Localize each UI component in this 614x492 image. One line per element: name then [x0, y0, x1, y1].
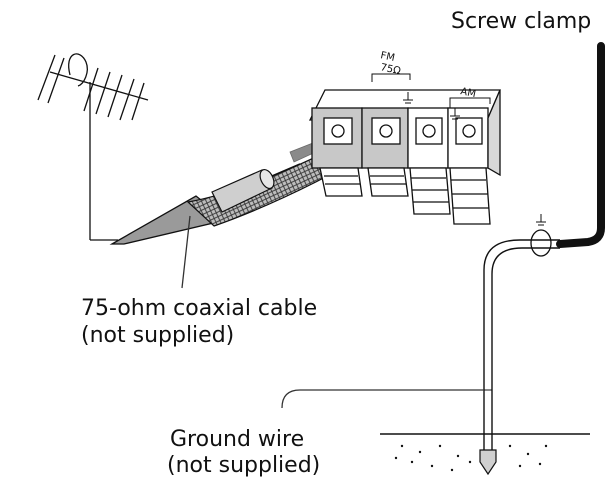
leader-lines — [181, 215, 484, 409]
ground-leader-line — [281, 389, 484, 409]
ground-wire-label: Ground wire — [170, 427, 305, 452]
fm-label: FM — [379, 50, 395, 64]
ground-symbol-icon — [450, 108, 460, 120]
ground-surface — [380, 433, 590, 472]
ground-wire — [479, 214, 560, 476]
coax-cable-note: (not supplied) — [81, 323, 235, 348]
fm-antenna — [37, 53, 149, 241]
ground-symbol-icon — [403, 92, 413, 104]
screw-clamp-label: Screw clamp — [451, 9, 592, 34]
coax-cable-label: 75-ohm coaxial cable — [81, 296, 318, 321]
screw-clamp-rod — [556, 42, 605, 248]
coax-leader-line — [181, 215, 191, 289]
am-label: AM — [459, 86, 476, 100]
ground-symbol-icon — [536, 214, 546, 226]
fm-impedance-label: 75Ω — [379, 62, 402, 77]
ground-wire-note: (not supplied) — [167, 453, 321, 478]
antenna-terminal-block — [308, 89, 501, 225]
terminal-labels: FM 75Ω AM — [371, 50, 491, 120]
